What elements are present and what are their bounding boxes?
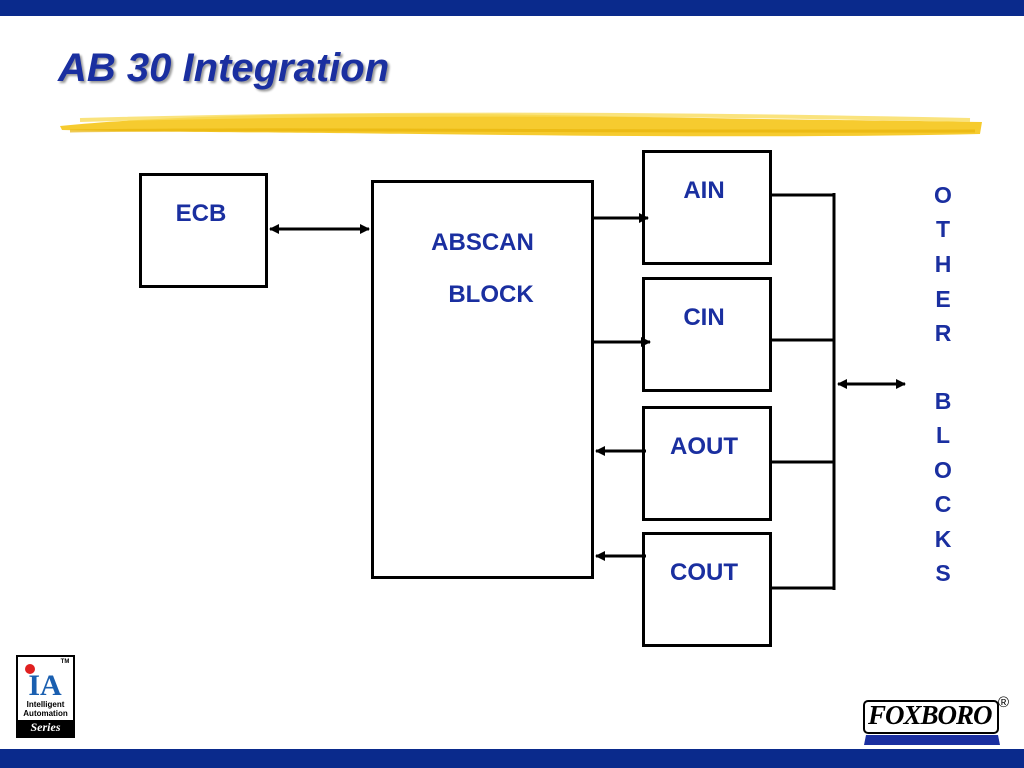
cin-box bbox=[642, 277, 772, 392]
ain-box bbox=[642, 150, 772, 265]
foxboro-badge-icon bbox=[863, 700, 1000, 745]
ia-line1: Intelligent bbox=[26, 700, 65, 709]
ia-line3: Series bbox=[30, 720, 61, 734]
cin-label: CIN bbox=[683, 304, 725, 331]
block-label: BLOCK bbox=[448, 281, 534, 308]
blocks-letter: L bbox=[935, 422, 951, 448]
blocks-letter: S bbox=[935, 560, 951, 586]
title-underline-stroke bbox=[60, 112, 982, 137]
other-letter: R bbox=[934, 320, 952, 346]
blocks-letter: B bbox=[934, 388, 952, 414]
cout-box bbox=[642, 532, 772, 647]
foxboro-logo: FOXBORO bbox=[862, 699, 1002, 745]
foxboro-text: FOXBORO bbox=[868, 700, 993, 730]
slide-title: AB 30 Integration bbox=[58, 46, 390, 90]
foxboro-registered-mark: ® bbox=[998, 694, 1010, 711]
ain-label: AIN bbox=[683, 177, 725, 204]
aout-box bbox=[642, 406, 772, 521]
other-letter: E bbox=[935, 286, 951, 312]
ia-series-logo: IA TM Intelligent Automation Series bbox=[16, 655, 75, 738]
ecb-label: ECB bbox=[175, 200, 227, 227]
other-letter: H bbox=[934, 251, 952, 277]
aout-label: AOUT bbox=[670, 433, 738, 460]
ia-tm: TM bbox=[60, 659, 70, 665]
ia-line2: Automation bbox=[23, 709, 68, 718]
top-band bbox=[0, 0, 1024, 16]
other-letter: T bbox=[935, 216, 951, 242]
ia-series-band bbox=[18, 720, 73, 736]
blocks-letter: K bbox=[934, 526, 952, 552]
ia-mark-icon: IA bbox=[25, 664, 62, 699]
abscan-block-box bbox=[371, 180, 594, 579]
blocks-letter: C bbox=[934, 491, 952, 517]
bottom-band bbox=[0, 749, 1024, 768]
abscan-label: ABSCAN bbox=[431, 229, 534, 256]
other-letter: O bbox=[934, 182, 952, 208]
ia-mark-text: IA bbox=[28, 669, 62, 699]
cout-label: COUT bbox=[670, 559, 738, 586]
blocks-letter: O bbox=[934, 457, 952, 483]
ecb-box bbox=[139, 173, 268, 288]
